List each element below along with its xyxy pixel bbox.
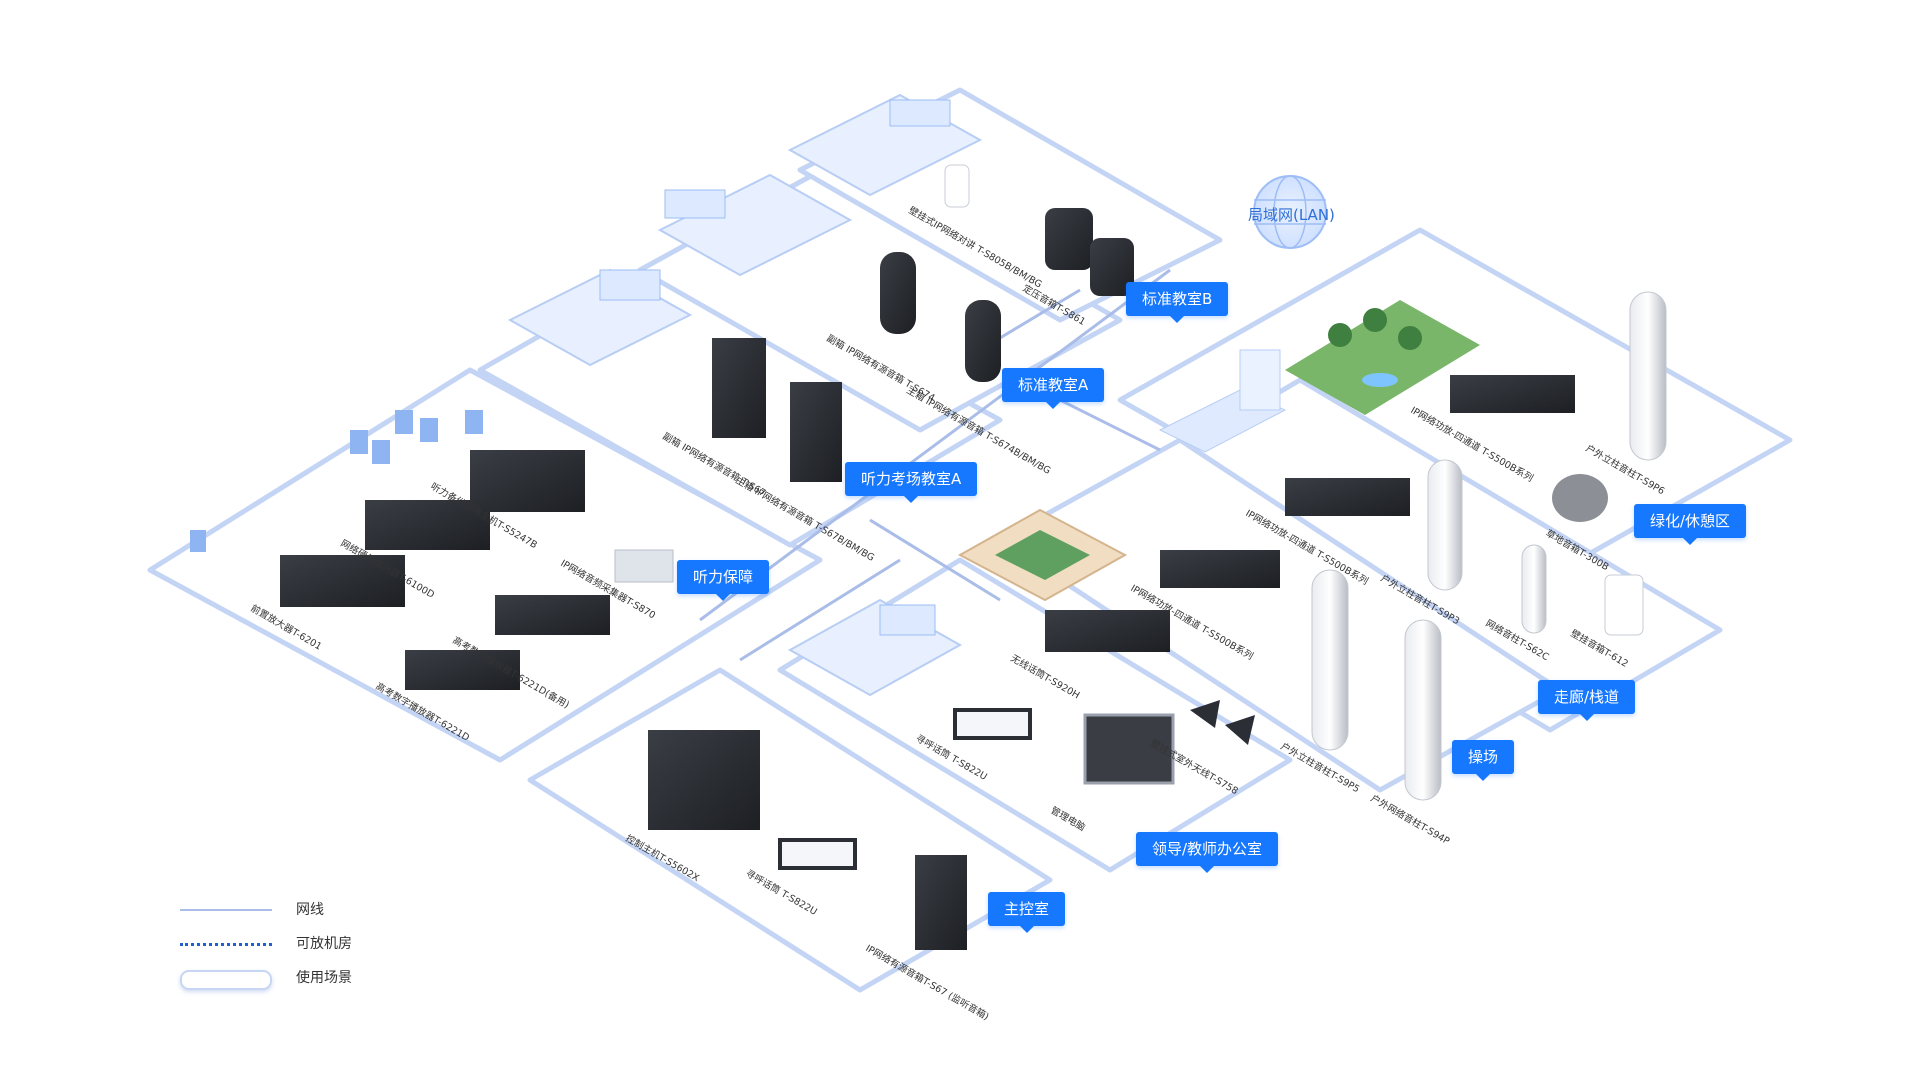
listening-people-icon xyxy=(190,410,483,552)
devices-dark xyxy=(280,164,1575,950)
scene-pill-icon xyxy=(180,970,272,990)
zone-tag-corridor[interactable]: 走廊/栈道 xyxy=(1538,680,1636,721)
lan-globe-icon xyxy=(1253,175,1327,249)
classroom-b-scene-icon xyxy=(787,93,983,197)
amplifier-t-6201-icon xyxy=(280,555,405,607)
pc-monitor-icon xyxy=(1083,713,1175,785)
monitor-speaker-icon xyxy=(915,855,967,950)
speaker-t-s67-icon xyxy=(712,338,766,438)
zone-tag-exam-room-a[interactable]: 听力考场教室A xyxy=(845,462,978,503)
zone-tag-control[interactable]: 主控室 xyxy=(988,892,1066,933)
pillar-t-s9p6-icon xyxy=(1629,291,1667,461)
wall-speaker-icon xyxy=(1604,574,1644,636)
exam-room-scene-icon xyxy=(507,268,693,367)
zone-tag-green[interactable]: 绿化/休憩区 xyxy=(1634,504,1747,545)
antenna-icon xyxy=(1190,700,1220,728)
lan-kiosk-icon xyxy=(1158,349,1287,453)
paging-mic-control-icon xyxy=(778,838,857,870)
speaker-t-s674b-icon xyxy=(965,300,1001,382)
green-area-icon xyxy=(1285,300,1480,415)
device-label: IP网络有源音箱T-S67 (监听音箱) xyxy=(864,942,992,1023)
speaker-t-s67b-icon xyxy=(790,382,842,482)
zone-tag-classroom-a[interactable]: 标准教室A xyxy=(1002,368,1105,409)
zone-tag-classroom-b[interactable]: 标准教室B xyxy=(1126,282,1229,323)
classroom-a-scene-icon xyxy=(657,173,853,277)
encoder-t-6100d-icon xyxy=(365,500,490,550)
player-t-6221d-icon xyxy=(405,650,520,690)
legend-label: 网线 xyxy=(296,902,324,918)
amp-playground-icon xyxy=(1160,550,1280,588)
dotted-line-icon xyxy=(180,943,272,946)
pillars xyxy=(1311,291,1667,801)
lan-label: 局域网(LAN) xyxy=(1248,206,1335,224)
amp-corridor-icon xyxy=(1285,478,1410,516)
control-host-icon xyxy=(648,730,760,830)
device-label: 户外网络音柱T-S94P xyxy=(1369,792,1452,847)
legend-label: 使用场景 xyxy=(296,970,352,986)
antenna-b-icon xyxy=(1225,715,1255,745)
pillar-t-s62c-icon xyxy=(1521,544,1547,634)
office-scene-icon xyxy=(787,598,963,697)
stadium-icon xyxy=(957,508,1128,602)
solid-line-icon xyxy=(180,909,272,911)
zone-tag-listening[interactable]: 听力保障 xyxy=(677,560,770,601)
speaker-t-s861-icon xyxy=(1045,208,1093,270)
pillar-t-s9p5-icon xyxy=(1311,569,1349,751)
wireless-mic-icon xyxy=(1045,610,1170,652)
paging-mic-office-icon xyxy=(953,708,1032,740)
grass-speaker-icon xyxy=(1552,474,1608,522)
intercom-device-icon xyxy=(944,164,970,208)
amp-green-icon xyxy=(1450,375,1575,413)
pillar-t-s94p-icon xyxy=(1404,619,1442,801)
speaker-t-s861b-icon xyxy=(1090,238,1134,296)
audio-collector-icon xyxy=(614,549,674,583)
player-backup-icon xyxy=(495,595,610,635)
pillar-t-s9p3-icon xyxy=(1427,459,1463,591)
speaker-t-s674-icon xyxy=(880,252,916,334)
zone-tag-playground[interactable]: 操场 xyxy=(1452,740,1515,781)
zone-tag-office[interactable]: 领导/教师办公室 xyxy=(1136,832,1279,873)
legend-label: 可放机房 xyxy=(296,936,352,952)
